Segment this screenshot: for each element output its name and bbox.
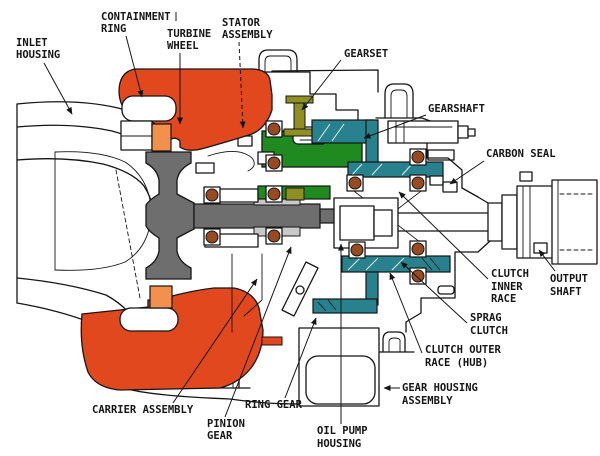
- label-clutch-inner-race-3: RACE: [491, 293, 516, 305]
- gearshaft-cylinder: [387, 120, 479, 198]
- label-clutch-inner-race-2: INNER: [491, 281, 523, 293]
- leader-lines: [43, 12, 556, 424]
- leader-gearset: [301, 59, 342, 111]
- label-clutch-inner-race-1: CLUTCH: [491, 268, 529, 280]
- label-output-shaft-2: SHAFT: [550, 286, 582, 298]
- containment-ring-band-upper: [121, 95, 177, 122]
- leader-stator-assembly: [238, 41, 246, 129]
- label-gearshaft: GEARSHAFT: [428, 103, 485, 115]
- leader-inlet-housing: [43, 62, 73, 115]
- label-pinion-gear-1: PINION: [207, 418, 245, 430]
- output-shaft-shape: [397, 171, 598, 265]
- label-stator-assembly-1: STATOR: [222, 17, 261, 29]
- label-ring-gear: RING GEAR: [245, 399, 303, 411]
- label-stator-assembly-2: ASSEMBLY: [222, 29, 273, 41]
- label-containment-ring-1: CONTAINMENT: [101, 11, 171, 23]
- label-sprag-clutch-1: SPRAG: [470, 312, 502, 324]
- leader-clutch-inner-race: [398, 191, 489, 280]
- mounting-clamp-top-left: [258, 49, 298, 73]
- containment-support-upper: [120, 120, 153, 151]
- red-duct-strip: [261, 336, 283, 346]
- label-containment-ring-2: RING: [101, 23, 126, 35]
- turbine-wheel-shape: [145, 151, 341, 280]
- labels: INLET HOUSING CONTAINMENT RING TURBINE W…: [16, 11, 588, 450]
- label-output-shaft-1: OUTPUT: [550, 273, 588, 285]
- leader-ring-gear: [284, 317, 317, 399]
- label-clutch-outer-race-2: RACE (HUB): [425, 357, 488, 369]
- label-oil-pump-1: OIL PUMP: [317, 425, 368, 437]
- leader-carrier-assembly: [172, 278, 258, 404]
- label-gearset: GEARSET: [344, 48, 388, 60]
- bearings: [203, 120, 427, 285]
- mounting-clamp-top-right: [384, 83, 414, 119]
- leader-containment-ring: [125, 35, 144, 98]
- label-clutch-outer-race-1: CLUTCH OUTER: [425, 344, 502, 356]
- leader-clutch-outer-race: [389, 272, 423, 354]
- planet-pin-shapes: [283, 95, 316, 201]
- label-inlet-housing-2: HOUSING: [16, 49, 60, 61]
- containment-segment-lower: [149, 285, 173, 309]
- label-inlet-housing-1: INLET: [16, 37, 48, 49]
- label-carrier-assembly: CARRIER ASSEMBLY: [92, 404, 194, 416]
- carbon-seal-parts: [429, 175, 458, 193]
- leader-pinion-gear: [224, 246, 292, 418]
- containment-segment-upper: [151, 123, 172, 152]
- label-turbine-wheel-2: WHEEL: [167, 40, 199, 52]
- leader-gearshaft: [363, 114, 427, 139]
- label-oil-pump-2: HOUSING: [317, 438, 361, 450]
- containment-ring-band-lower: [119, 307, 179, 332]
- clutch-lower-teal: [312, 255, 455, 314]
- label-turbine-wheel-1: TURBINE: [167, 28, 211, 40]
- label-gear-housing-2: ASSEMBLY: [402, 395, 453, 407]
- label-pinion-gear-2: GEAR: [207, 430, 233, 442]
- label-carbon-seal: CARBON SEAL: [486, 148, 556, 160]
- gear-housing-outline: [229, 240, 491, 407]
- clutch-center-block: [333, 187, 426, 249]
- leader-sprag-clutch: [400, 261, 468, 324]
- turbine-housing-upper: [118, 68, 273, 151]
- leader-output-shaft: [538, 249, 556, 272]
- label-sprag-clutch-2: CLUTCH: [470, 325, 508, 337]
- mounting-clamp-bottom-right: [375, 331, 415, 353]
- leader-carbon-seal: [449, 160, 485, 185]
- label-gear-housing-1: GEAR HOUSING: [402, 382, 478, 394]
